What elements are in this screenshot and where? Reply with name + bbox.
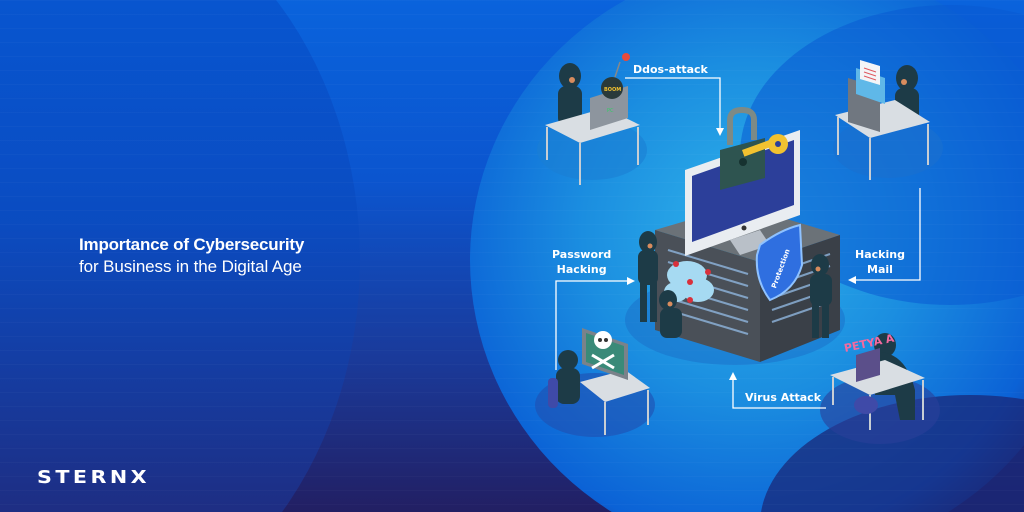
chair-icon — [548, 378, 558, 408]
monitor-icon — [685, 130, 800, 256]
label-ddos-attack: Ddos-attack — [633, 63, 708, 76]
desk-icon — [830, 360, 925, 395]
skull-monitor-icon — [582, 328, 628, 380]
arrow-head-right-icon — [627, 277, 635, 285]
hacker-icon — [659, 290, 677, 310]
headline: Importance of Cybersecurity for Business… — [79, 234, 304, 278]
connector-lines — [555, 77, 921, 409]
email-monitor-icon — [848, 60, 885, 132]
hacker-icon — [896, 65, 918, 91]
floor-shadow — [833, 118, 943, 178]
label-password-hacking: Password Hacking — [552, 247, 611, 277]
laptop-icon: PC — [590, 86, 628, 130]
desk-legs — [546, 117, 929, 435]
arrow-head-down-icon — [716, 128, 724, 136]
chair-icon — [854, 396, 878, 414]
arrow-head-up-icon — [729, 372, 737, 380]
key-icon — [742, 134, 788, 157]
password-arrow-line — [555, 280, 627, 370]
sternx-logo: STERNX — [37, 467, 151, 488]
arrow-head-left-icon — [848, 276, 856, 284]
svg-text:PC: PC — [607, 108, 614, 114]
bomb-icon: BOOM — [601, 53, 630, 99]
ddos-arrow-line — [625, 77, 721, 128]
hacker-icon — [639, 231, 657, 253]
label-mail-line2: Mail — [867, 263, 893, 276]
arrow-heads — [627, 128, 856, 380]
label-password-line1: Password — [552, 248, 612, 261]
bug-icons — [673, 261, 711, 303]
label-virus-attack: Virus Attack — [745, 391, 822, 404]
hacker-icon — [811, 254, 829, 276]
mail-arrow-line — [856, 188, 921, 281]
label-hacking-mail: Hacking Mail — [855, 247, 905, 277]
background-left-blob — [0, 0, 360, 512]
protection-shield-icon: Protection — [755, 223, 804, 302]
label-password-line2: Hacking — [556, 263, 607, 276]
label-mail-line1: Hacking — [855, 248, 905, 261]
headline-line-2: for Business in the Digital Age — [79, 257, 302, 276]
desk-icon — [580, 370, 650, 402]
hacker-icon — [558, 350, 578, 370]
chairs — [548, 378, 878, 414]
headline-line-1: Importance of Cybersecurity — [79, 235, 305, 254]
hacker-icon — [559, 63, 581, 89]
svg-text:BOOM: BOOM — [604, 87, 621, 93]
hacker-figures — [556, 63, 919, 420]
virus-arrow-line — [732, 380, 826, 409]
